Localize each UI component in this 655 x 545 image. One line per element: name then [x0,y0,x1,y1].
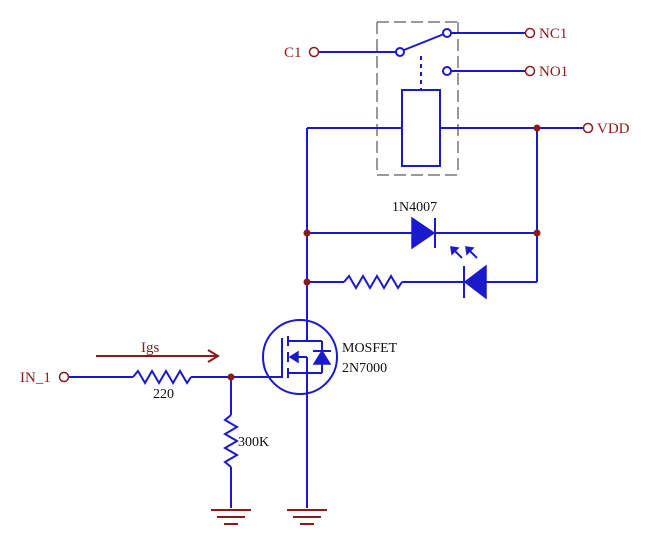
junction-diode-right [533,229,541,237]
led-indicator [450,246,487,300]
current-arrow [96,349,220,363]
led-resistor [343,274,403,290]
vdd-terminal [582,122,594,134]
gate-resistor-label: 220 [153,387,174,402]
switch-arm [403,33,445,51]
junction-led-left [303,278,311,286]
pulldown-resistor [223,414,239,468]
mosfet-transistor [262,319,338,395]
mosfet-part-label: 2N7000 [342,361,387,376]
c1-label: C1 [284,45,302,61]
mosfet-type-label: MOSFET [342,341,398,356]
c1-terminal [308,46,320,58]
gate-wiring [68,369,308,508]
nc1-label: NC1 [539,26,567,42]
in1-terminal [58,371,70,383]
no-contact [442,66,452,76]
nc1-terminal [524,27,536,39]
nc-contact [442,28,452,38]
diode-part-label: 1N4007 [392,200,437,215]
no1-terminal [524,65,536,77]
no1-label: NO1 [539,64,568,80]
power-wiring [306,127,583,322]
relay-coil [401,89,441,167]
pulldown-resistor-label: 300K [238,435,269,450]
relay-enclosure [376,21,459,176]
igs-label: Igs [141,340,159,356]
relay-switch [318,28,526,90]
gate-resistor [132,369,192,385]
junction-vdd [533,124,541,132]
junction-diode-left [303,229,311,237]
ground-symbol-right [287,509,327,525]
in1-label: IN_1 [20,370,51,386]
junctions [227,124,541,381]
ground-symbol-left [211,509,251,525]
junction-gate [227,373,235,381]
flyback-diode [411,216,436,250]
common-contact [395,47,405,57]
vdd-label: VDD [597,121,630,137]
